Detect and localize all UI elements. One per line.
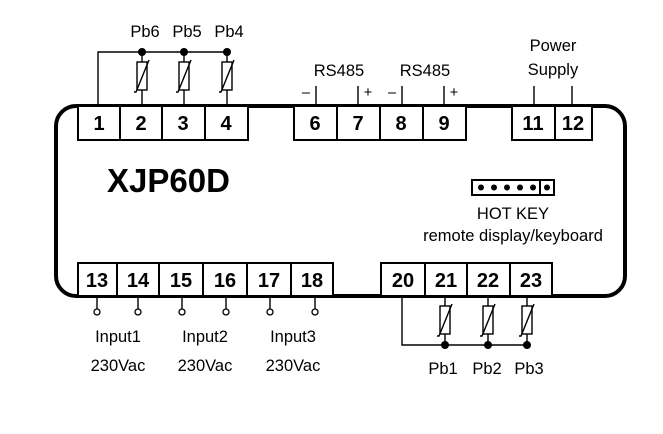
input3-voltage: 230Vac xyxy=(266,357,321,375)
terminal-7: 7 xyxy=(352,113,363,135)
terminal-box xyxy=(554,105,593,141)
terminal-box xyxy=(422,105,467,141)
hot-key-title: HOT KEY xyxy=(477,205,549,223)
rs485-minus-1: – xyxy=(302,85,311,101)
junction-dot xyxy=(180,48,188,56)
terminal-22: 22 xyxy=(477,270,499,292)
power-supply-label-line1: Power xyxy=(530,37,577,55)
terminal-box xyxy=(290,262,334,297)
terminal-box xyxy=(246,262,292,297)
input1-label: Input1 xyxy=(95,328,141,346)
junction-dot xyxy=(484,341,492,349)
input-terminal-stubs xyxy=(93,296,319,316)
bottom-terminal-block xyxy=(77,262,553,297)
terminal-17: 17 xyxy=(258,270,280,292)
rs485-plus-1: + xyxy=(364,85,372,101)
terminal-21: 21 xyxy=(435,270,457,292)
terminal-13: 13 xyxy=(86,270,108,292)
terminal-18: 18 xyxy=(301,270,323,292)
terminal-box xyxy=(158,262,204,297)
terminal-box xyxy=(77,262,118,297)
terminal-12: 12 xyxy=(562,113,584,135)
junction-dot xyxy=(523,341,531,349)
top-terminal-block xyxy=(77,105,593,141)
probe-symbol-pb6 xyxy=(134,59,150,93)
rs485-label-2: RS485 xyxy=(400,62,450,80)
terminal-6: 6 xyxy=(309,113,320,135)
power-supply-label-line2: Supply xyxy=(528,61,579,79)
probe-label-pb6: Pb6 xyxy=(130,23,159,41)
terminal-14: 14 xyxy=(127,270,150,292)
junction-dot xyxy=(441,341,449,349)
terminal-box xyxy=(202,262,248,297)
rs485-label-1: RS485 xyxy=(314,62,364,80)
bottom-probe-wiring xyxy=(401,296,535,349)
probe-symbol-pb3 xyxy=(519,303,535,337)
junction-dot xyxy=(223,48,231,56)
terminal-8: 8 xyxy=(395,113,406,135)
terminal-23: 23 xyxy=(520,270,542,292)
terminal-1: 1 xyxy=(93,113,104,135)
terminal-20: 20 xyxy=(392,270,414,292)
model-name: XJP60D xyxy=(107,162,230,199)
rs485-plus-2: + xyxy=(450,85,458,101)
terminal-16: 16 xyxy=(214,270,236,292)
input1-voltage: 230Vac xyxy=(91,357,146,375)
terminal-box xyxy=(161,105,206,141)
probe-symbol-pb2 xyxy=(480,303,496,337)
probe-label-pb2: Pb2 xyxy=(472,360,501,378)
terminal-box xyxy=(77,105,121,141)
terminal-3: 3 xyxy=(177,113,188,135)
probe-symbol-pb1 xyxy=(437,303,453,337)
terminal-box xyxy=(511,105,556,141)
probe-label-pb5: Pb5 xyxy=(172,23,201,41)
terminal-box xyxy=(380,262,426,297)
terminal-2: 2 xyxy=(135,113,146,135)
terminal-box xyxy=(379,105,424,141)
probe-label-pb1: Pb1 xyxy=(428,360,457,378)
hot-key-connector xyxy=(471,179,555,196)
hot-key-subtitle: remote display/keyboard xyxy=(423,227,603,245)
terminal-9: 9 xyxy=(438,113,449,135)
rs485-minus-2: – xyxy=(388,85,397,101)
terminal-box xyxy=(509,262,553,297)
probe-symbol-pb5 xyxy=(176,59,192,93)
input2-voltage: 230Vac xyxy=(178,357,233,375)
terminal-box xyxy=(204,105,249,141)
junction-dot xyxy=(138,48,146,56)
input3-label: Input3 xyxy=(270,328,316,346)
probe-label-pb4: Pb4 xyxy=(214,23,243,41)
terminal-11: 11 xyxy=(522,113,543,135)
probe-symbol-pb4 xyxy=(219,59,235,93)
input2-label: Input2 xyxy=(182,328,228,346)
terminal-box xyxy=(116,262,160,297)
terminal-15: 15 xyxy=(170,270,192,292)
top-probe-wiring xyxy=(97,48,235,106)
terminal-4: 4 xyxy=(220,113,232,135)
probe-label-pb3: Pb3 xyxy=(514,360,543,378)
